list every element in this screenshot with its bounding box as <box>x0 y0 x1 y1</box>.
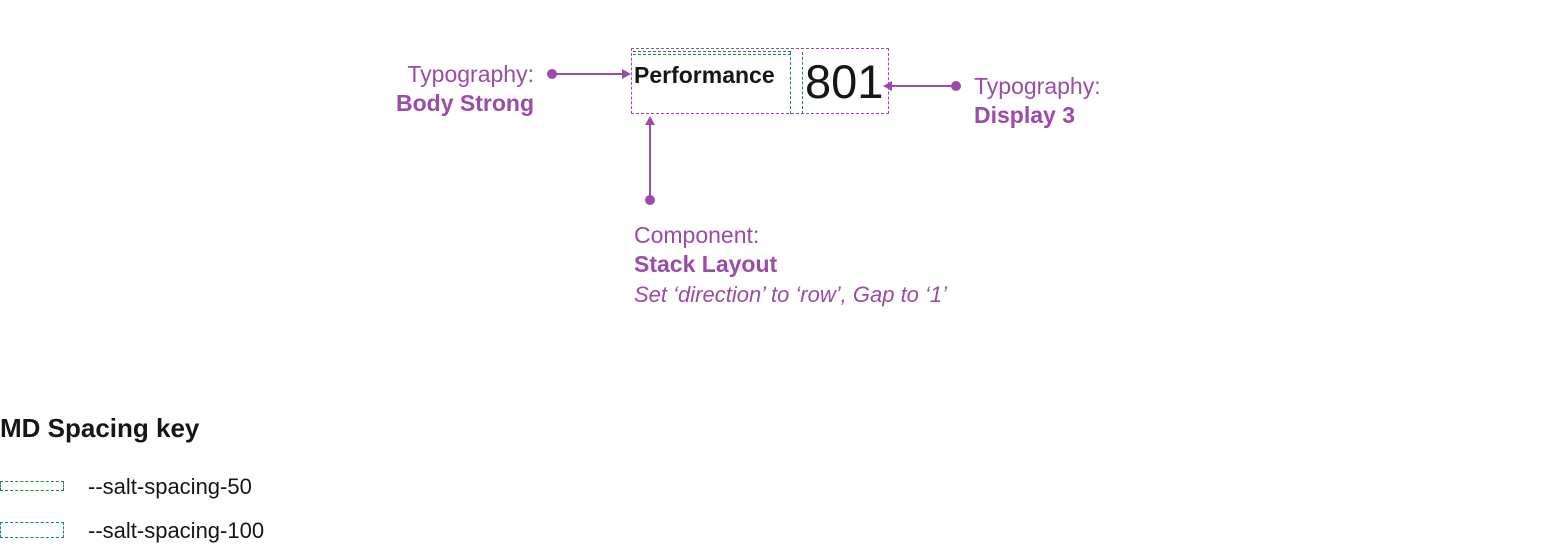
bottom-annotation-note: Set ‘direction’ to ‘row’, Gap to ‘1’ <box>634 282 948 307</box>
spacing-key-label-100: --salt-spacing-100 <box>88 518 265 543</box>
left-annotation: Typography: Body Strong <box>300 60 534 118</box>
left-annotation-prefix: Typography: <box>407 61 534 87</box>
spacing-50-swatch <box>0 481 64 491</box>
spacing-key-item-100 <box>0 522 64 538</box>
bottom-annotation-name: Stack Layout <box>634 251 778 277</box>
right-connector <box>883 81 961 91</box>
stack-layout-outline <box>631 48 889 114</box>
left-connector <box>547 69 631 79</box>
bottom-annotation: Component: Stack Layout Set ‘direction’ … <box>634 221 947 309</box>
spacing-100-swatch <box>0 522 64 538</box>
left-connector-arrow <box>622 69 631 79</box>
right-annotation-name: Display 3 <box>974 102 1075 128</box>
bottom-annotation-prefix: Component: <box>634 222 760 248</box>
spacing-100-gap-indicator <box>790 52 803 114</box>
spacing-50-indicator <box>633 51 791 55</box>
spacing-key-item-50 <box>0 481 64 491</box>
right-annotation: Typography: Display 3 <box>974 72 1101 130</box>
component-value-text: 801 <box>805 55 884 108</box>
spacing-key-label-50: --salt-spacing-50 <box>88 474 252 499</box>
left-annotation-name: Body Strong <box>396 90 534 116</box>
spacing-key-title: MD Spacing key <box>0 413 200 443</box>
bottom-connector <box>645 116 655 205</box>
right-annotation-prefix: Typography: <box>974 73 1101 99</box>
component-label-text: Performance <box>634 62 775 88</box>
bottom-connector-arrow <box>645 116 655 125</box>
right-connector-arrow <box>883 81 892 91</box>
